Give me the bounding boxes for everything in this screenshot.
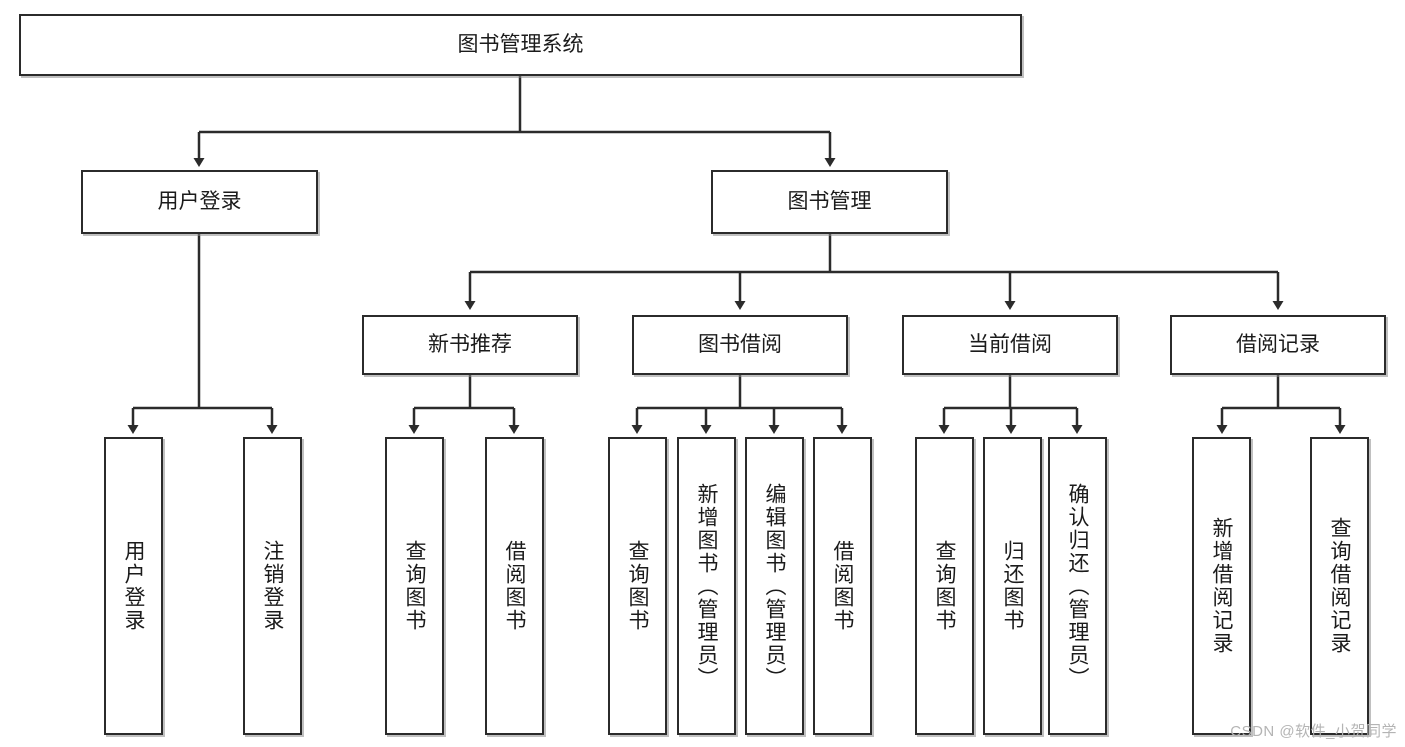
node-user-login[interactable]: 用户登录 xyxy=(81,170,318,234)
node-label: 新书推荐 xyxy=(428,332,512,356)
node-label: 归还图书 xyxy=(1001,540,1024,632)
node-borrow-record[interactable]: 借阅记录 xyxy=(1170,315,1386,375)
node-label: 用户登录 xyxy=(122,540,145,632)
node-label: 图书管理 xyxy=(787,189,872,213)
leaf-query-book-current[interactable]: 查询图书 xyxy=(915,437,974,735)
leaf-borrow-book[interactable]: 借阅图书 xyxy=(813,437,872,735)
node-label: 借阅图书 xyxy=(831,540,854,632)
leaf-user-login[interactable]: 用户登录 xyxy=(104,437,163,735)
leaf-return-book[interactable]: 归还图书 xyxy=(983,437,1042,735)
leaf-confirm-return[interactable]: 确认归还（管理员） xyxy=(1048,437,1107,735)
node-label: 确认归还（管理员） xyxy=(1066,482,1089,690)
node-label: 借阅记录 xyxy=(1236,332,1320,356)
node-label: 图书管理系统 xyxy=(457,32,584,56)
node-label: 查询图书 xyxy=(933,540,956,632)
node-label: 借阅图书 xyxy=(503,540,526,632)
leaf-query-book-recommend[interactable]: 查询图书 xyxy=(385,437,444,735)
node-label: 新增图书（管理员） xyxy=(695,482,718,690)
node-book-borrow[interactable]: 图书借阅 xyxy=(632,315,848,375)
leaf-add-book[interactable]: 新增图书（管理员） xyxy=(677,437,736,735)
node-book-manage[interactable]: 图书管理 xyxy=(711,170,948,234)
node-label: 新增借阅记录 xyxy=(1210,517,1233,655)
leaf-edit-book[interactable]: 编辑图书（管理员） xyxy=(745,437,804,735)
leaf-add-borrow-record[interactable]: 新增借阅记录 xyxy=(1192,437,1251,735)
node-label: 查询图书 xyxy=(403,540,426,632)
node-new-book-recommend[interactable]: 新书推荐 xyxy=(362,315,578,375)
node-label: 注销登录 xyxy=(261,540,284,632)
leaf-logout-login[interactable]: 注销登录 xyxy=(243,437,302,735)
node-label: 查询借阅记录 xyxy=(1328,517,1351,655)
node-label: 图书借阅 xyxy=(698,332,782,356)
leaf-query-borrow-record[interactable]: 查询借阅记录 xyxy=(1310,437,1369,735)
node-label: 当前借阅 xyxy=(968,332,1052,356)
node-current-borrow[interactable]: 当前借阅 xyxy=(902,315,1118,375)
node-label: 查询图书 xyxy=(626,540,649,632)
node-root-system[interactable]: 图书管理系统 xyxy=(19,14,1022,76)
node-label: 用户登录 xyxy=(157,189,242,213)
node-label: 编辑图书（管理员） xyxy=(763,482,786,690)
leaf-query-book-borrow[interactable]: 查询图书 xyxy=(608,437,667,735)
leaf-borrow-book-recommend[interactable]: 借阅图书 xyxy=(485,437,544,735)
